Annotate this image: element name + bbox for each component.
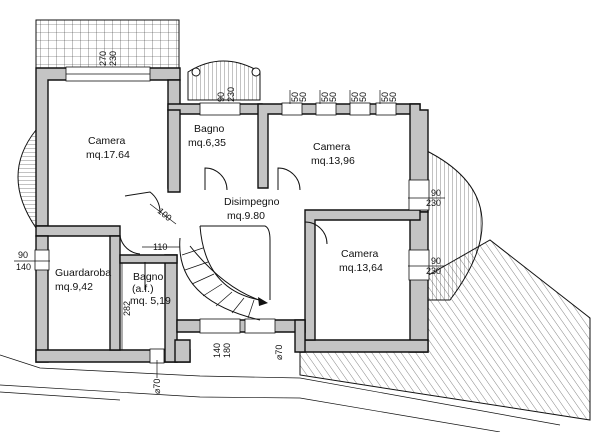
dim-bottom-window-b: 180	[222, 343, 232, 358]
spiral-staircase	[179, 225, 271, 321]
room-camera-se-name: Camera	[341, 248, 379, 260]
dim-top-window-b: 230	[108, 51, 118, 66]
dim-top-window-a: 270	[98, 51, 108, 66]
dim-west-window-b: 140	[16, 262, 31, 272]
windows	[34, 66, 430, 364]
dim-bagno-window-b: 230	[226, 87, 236, 102]
dim-east-window-1b: 230	[426, 198, 441, 208]
svg-text:50: 50	[388, 92, 398, 102]
dim-west-window-a: 90	[18, 250, 28, 260]
dim-bagno-window-a: 90	[216, 92, 226, 102]
terrace-west	[17, 128, 37, 230]
room-camera-se-area: mq.13,64	[339, 262, 383, 274]
room-bagno-top-name: Bagno	[194, 123, 225, 135]
room-camera-ne-name: Camera	[313, 141, 351, 153]
svg-text:50: 50	[298, 92, 308, 102]
svg-text:50: 50	[358, 92, 368, 102]
room-bagno-af-sub: (a.f.)	[132, 283, 154, 295]
room-bagno-af-area: mq. 5,19	[130, 295, 171, 307]
door-swings	[119, 167, 328, 290]
svg-text:50: 50	[320, 92, 330, 102]
room-camera-nw-name: Camera	[88, 135, 126, 147]
room-disimpegno-area: mq.9.80	[227, 210, 265, 222]
ground-lines	[0, 354, 561, 432]
room-camera-ne-area: mq.13,96	[311, 155, 355, 167]
dim-diameter-70a: ⌀70	[274, 345, 284, 360]
room-guardaroba-name: Guardaroba	[55, 267, 111, 279]
room-disimpegno-name: Disimpegno	[224, 196, 280, 208]
balcony-north-west	[35, 19, 180, 71]
room-bagno-af-name: Bagno	[133, 271, 164, 283]
dim-height-282: 282	[122, 301, 132, 316]
room-guardaroba-area: mq.9,42	[55, 281, 93, 293]
dim-bottom-window-a: 140	[212, 343, 222, 358]
svg-text:50: 50	[350, 92, 360, 102]
balcony-bagno	[187, 60, 261, 101]
dim-door-100: 100	[156, 206, 174, 223]
room-bagno-top-area: mq.6,35	[188, 137, 226, 149]
dim-camera-ne-windows: 50 50 50 50 50 50 50 50	[289, 90, 398, 104]
dim-diameter-70b: ⌀70	[152, 379, 162, 394]
dim-east-window-2b: 230	[426, 266, 441, 276]
svg-text:50: 50	[290, 92, 300, 102]
dim-east-window-1a: 90	[431, 188, 441, 198]
svg-text:50: 50	[328, 92, 338, 102]
svg-text:50: 50	[380, 92, 390, 102]
room-camera-nw-area: mq.17.64	[86, 149, 130, 161]
dim-east-window-2a: 90	[431, 256, 441, 266]
